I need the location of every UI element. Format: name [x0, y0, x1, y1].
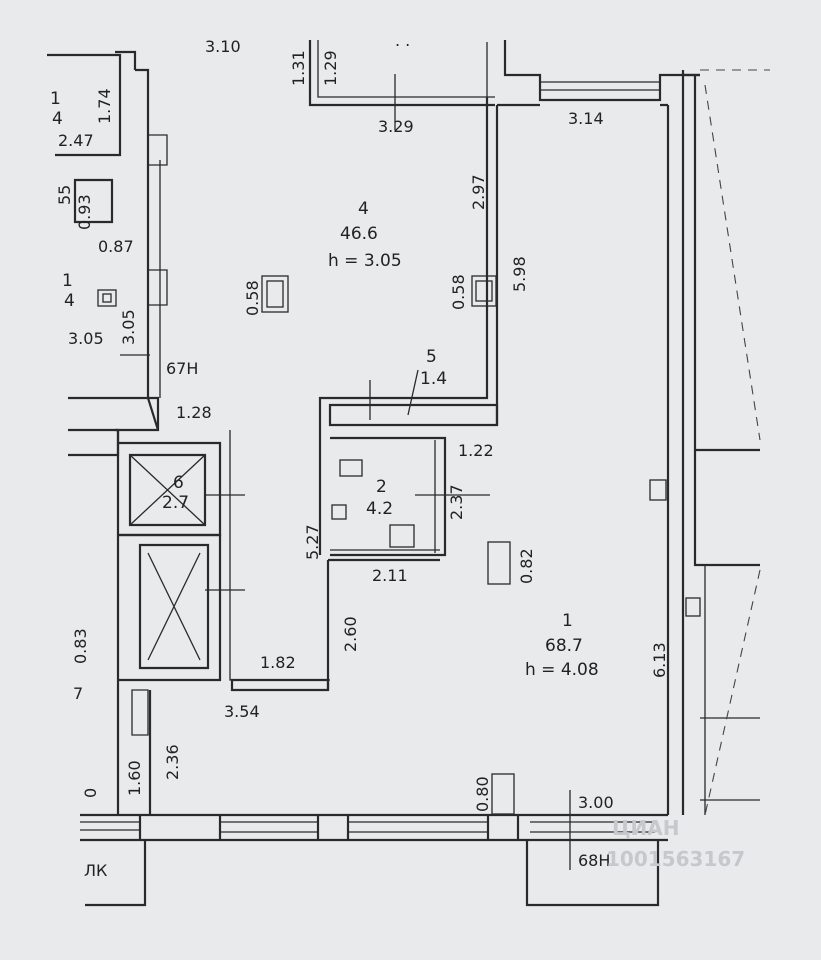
dim-2-37: 2.37 — [447, 484, 466, 520]
dim-3-05-b: 3.05 — [68, 329, 104, 348]
dim-1-29: 1.29 — [321, 50, 340, 86]
top-cut-label: 3.10 — [205, 37, 241, 56]
top-dots: . . — [395, 31, 410, 50]
dim-6-13: 6.13 — [650, 642, 669, 678]
dim-0-93: 0.93 — [75, 194, 94, 230]
watermark: ЦИАН 1001563167 — [606, 816, 745, 871]
dim-7: 7 — [73, 684, 83, 703]
dim-0-83: 0.83 — [71, 628, 90, 664]
dim-1-60: 1.60 — [125, 760, 144, 796]
room-1-area: 68.7 — [545, 636, 583, 656]
dim-0: 0 — [81, 788, 100, 798]
dim-1-74: 1.74 — [95, 88, 114, 124]
dim-3-14: 3.14 — [568, 109, 604, 128]
dim-3-29: 3.29 — [378, 117, 414, 136]
room-2-area: 4.2 — [366, 499, 393, 519]
neighbor-top-sub: 4 — [52, 109, 63, 129]
room-labels: 4 46.6 h = 3.05 5 1.4 2 4.2 6 2.7 1 68.7… — [50, 89, 599, 680]
dim-3-54: 3.54 — [224, 702, 260, 721]
watermark-id: 1001563167 — [606, 847, 745, 871]
neighbor-top-number: 1 — [50, 89, 61, 109]
dim-0-87: 0.87 — [98, 237, 134, 256]
neighbor-mid-sub: 4 — [64, 291, 75, 311]
room-1-number: 1 — [562, 611, 573, 631]
dim-1-22: 1.22 — [458, 441, 494, 460]
dim-2-60: 2.60 — [341, 616, 360, 652]
dim-2-11: 2.11 — [372, 566, 408, 585]
mark-68n: 68Н — [578, 851, 610, 870]
dim-2-97: 2.97 — [469, 174, 488, 210]
mark-lk: ЛК — [84, 861, 108, 880]
dim-2-47: 2.47 — [58, 131, 94, 150]
room-4-number: 4 — [358, 199, 369, 219]
room-4-height: h = 3.05 — [328, 251, 402, 271]
dim-0-80: 0.80 — [473, 776, 492, 812]
neighbor-mid-number: 1 — [62, 271, 73, 291]
mark-67n: 67Н — [166, 359, 198, 378]
room-5-number: 5 — [426, 347, 437, 367]
dim-5-98: 5.98 — [510, 256, 529, 292]
dim-1-28: 1.28 — [176, 403, 212, 422]
walls — [47, 40, 770, 907]
room-1-height: h = 4.08 — [525, 660, 599, 680]
dimension-labels: 3.10 . . 1.31 1.29 3.29 3.14 2.97 5.98 0… — [58, 31, 669, 880]
dim-5-27: 5.27 — [303, 524, 322, 560]
watermark-brand: ЦИАН — [612, 816, 680, 840]
dim-3-00: 3.00 — [578, 793, 614, 812]
dim-0-58-a: 0.58 — [243, 280, 262, 316]
dim-1-82: 1.82 — [260, 653, 296, 672]
dim-2-36: 2.36 — [163, 744, 182, 780]
room-2-number: 2 — [376, 477, 387, 497]
dim-3-05-a: 3.05 — [119, 309, 138, 345]
room-4-area: 46.6 — [340, 224, 378, 244]
dim-1-31: 1.31 — [289, 50, 308, 86]
room-5-area: 1.4 — [420, 369, 447, 389]
dim-0-58-b: 0.58 — [449, 274, 468, 310]
neighbor-small-number: 55 — [55, 185, 74, 205]
room-6-area: 2.7 — [162, 493, 189, 513]
room-6-number: 6 — [173, 473, 184, 493]
dim-0-82: 0.82 — [517, 548, 536, 584]
